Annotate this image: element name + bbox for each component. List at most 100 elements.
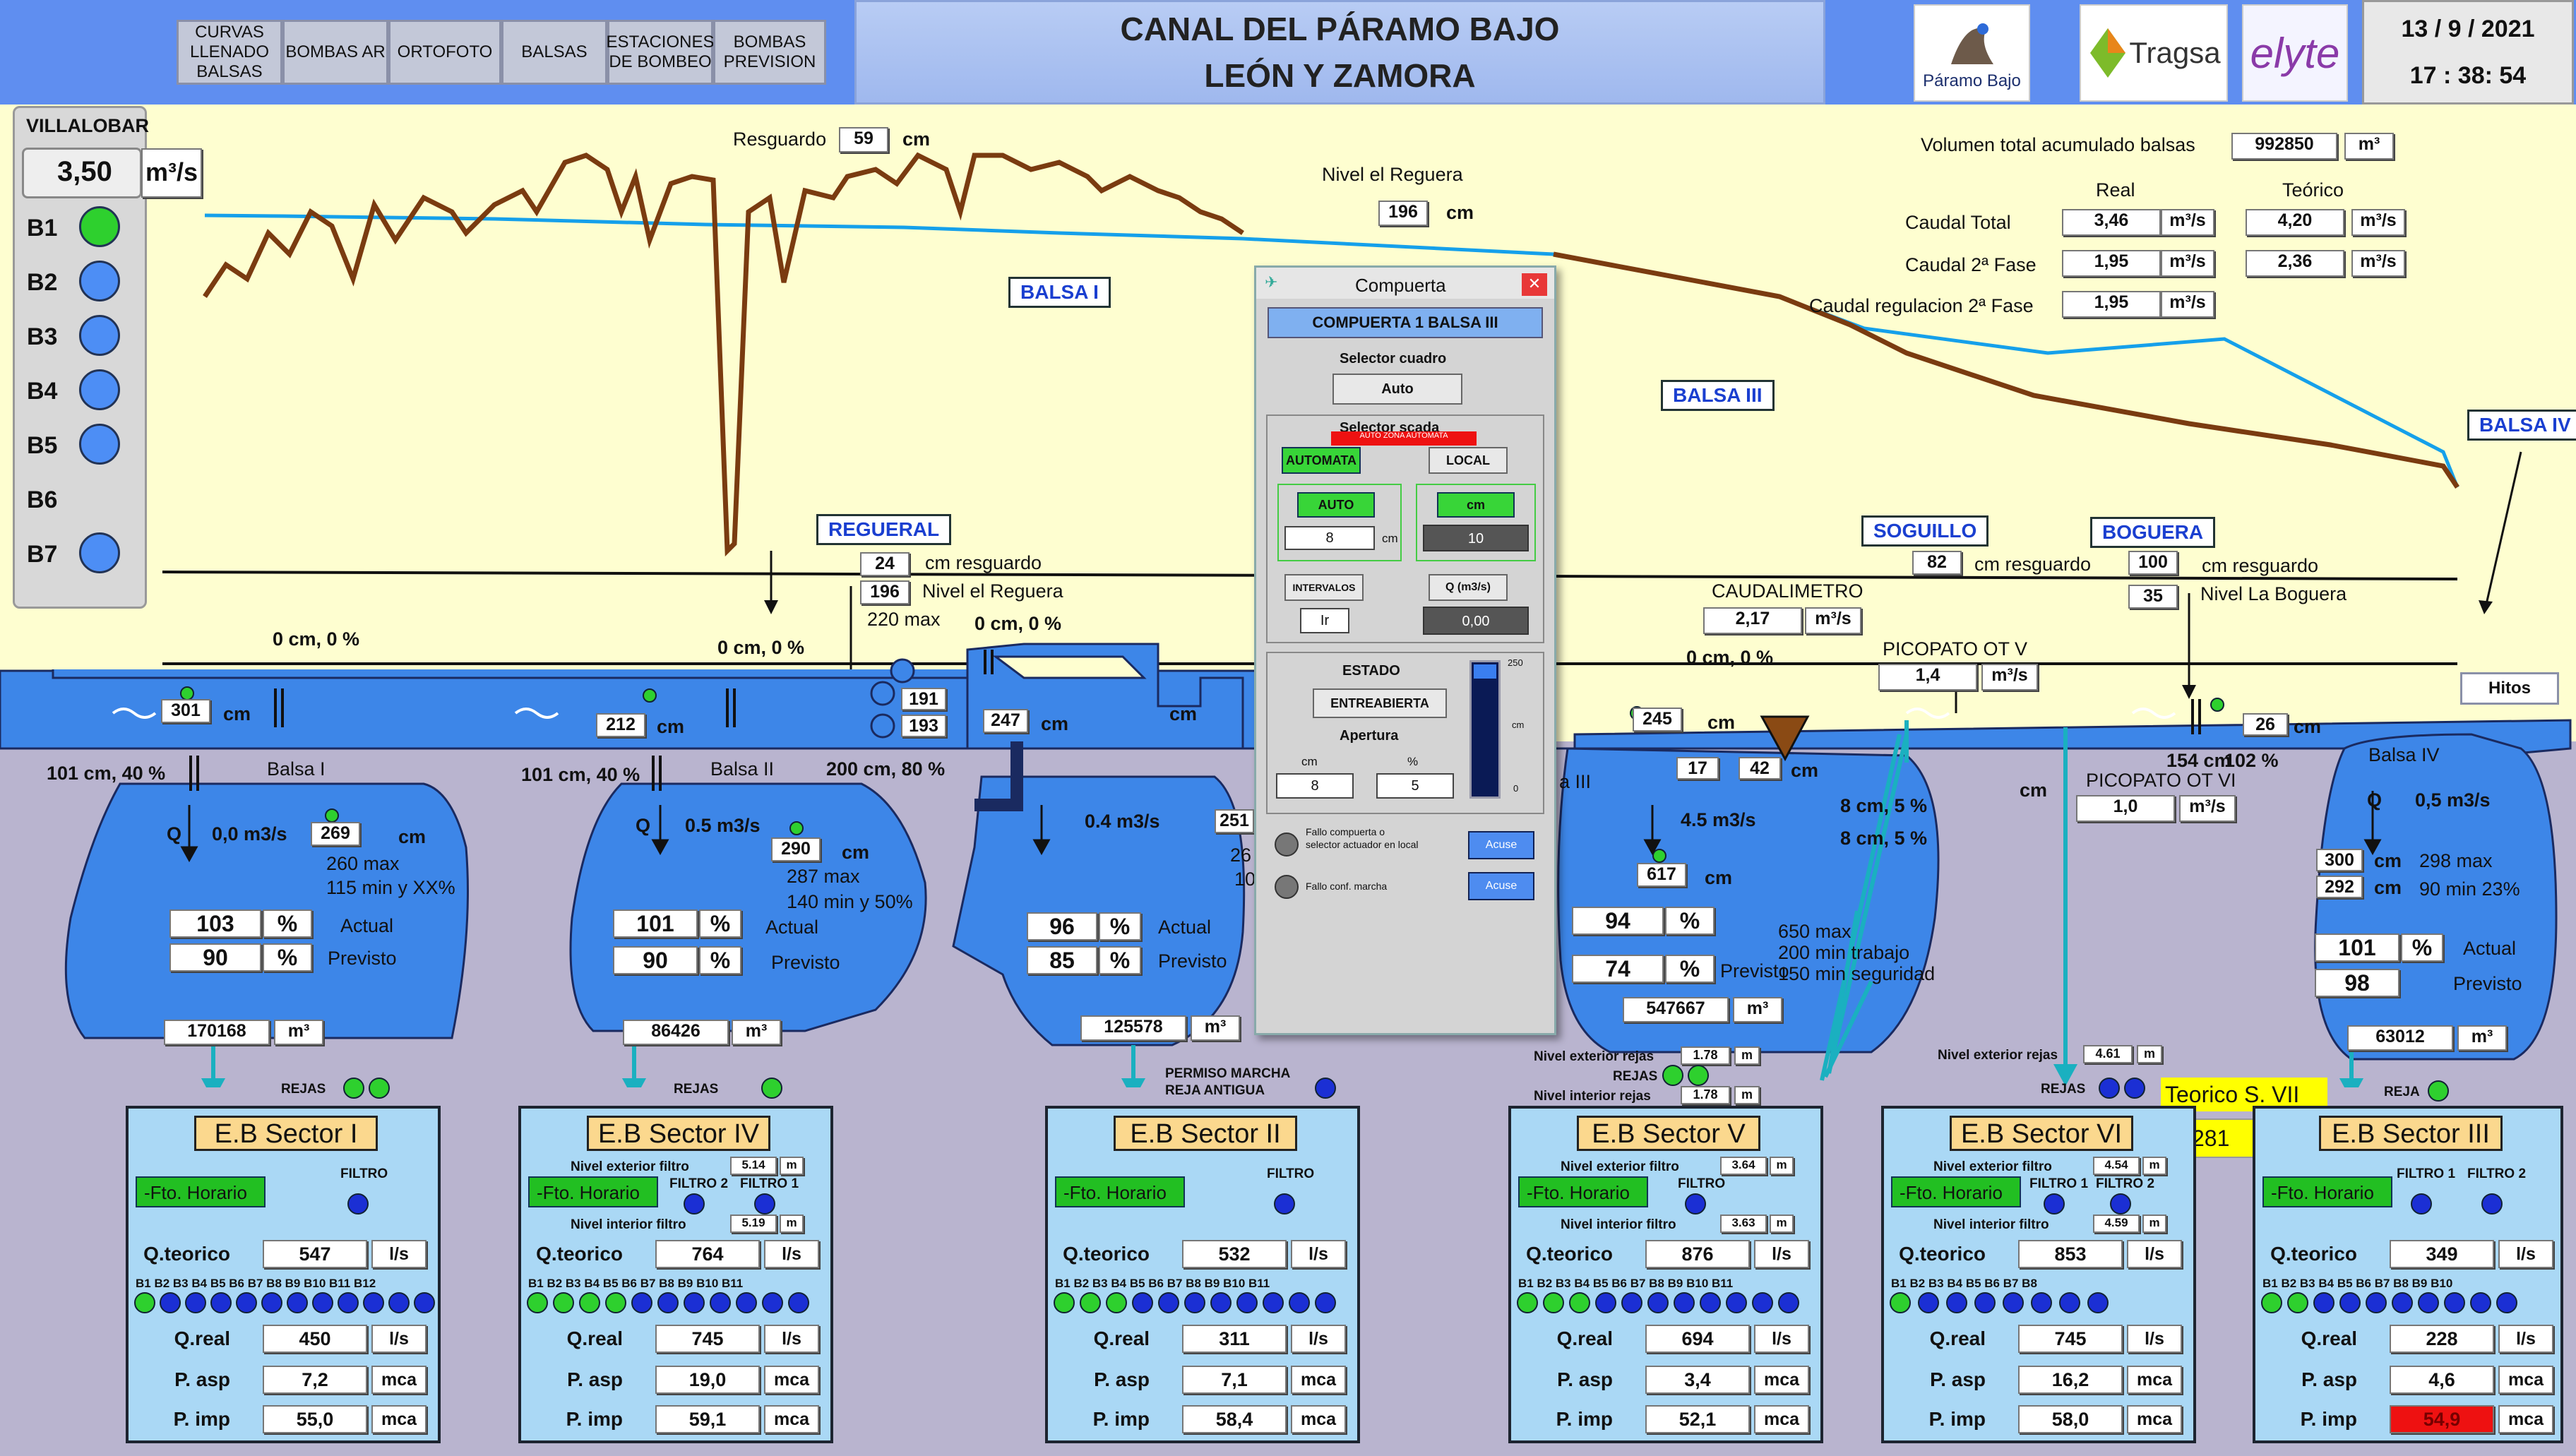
bomb-indicator [1080,1292,1101,1313]
sector-title[interactable]: E.B Sector II [1114,1116,1297,1151]
bomb-indicator [1517,1292,1538,1313]
fallo-marcha-indicator [1275,875,1299,899]
nivel-interior-filtro: 3.63 [1720,1215,1767,1233]
sector-qreal-value: 745 [655,1325,760,1353]
nav-balsas-button[interactable]: BALSAS [501,20,607,85]
bomb-indicator [1132,1292,1153,1313]
dialog-titlebar[interactable] [1256,268,1554,299]
balsa-iii-label[interactable]: BALSA III [1661,380,1775,411]
tragsa-logo: Tragsa [2080,4,2228,102]
balsa-i-volume: 170168 [164,1020,270,1045]
apertura-cm: 8 [1276,773,1354,799]
bomb-indicator [2313,1292,2334,1313]
balsa-iv-label[interactable]: BALSA IV [2467,410,2576,441]
hitos-button[interactable]: Hitos [2460,672,2559,705]
bomb-indicator [788,1292,809,1313]
nav-ortofoto-button[interactable]: ORTOFOTO [388,20,501,85]
bomb-indicator [1315,1292,1336,1313]
balsa-ii-volume: 86426 [623,1020,729,1045]
nav-bombas-prevision-button[interactable]: BOMBAS PREVISION [713,20,826,85]
bomb-indicator [1946,1292,1967,1313]
nivel-reguera-value: 196 [1378,201,1428,226]
sector-qteo-value: 853 [2018,1240,2123,1268]
filter-indicator [347,1193,369,1215]
ir-button[interactable]: Ir [1300,608,1349,633]
acuse-button-2[interactable]: Acuse [1468,872,1534,900]
bomb-indicator [2366,1292,2387,1313]
boguera-label[interactable]: BOGUERA [2090,517,2216,548]
sector-title[interactable]: E.B Sector IV [587,1116,770,1151]
intervalos-button[interactable]: INTERVALOS [1284,574,1364,601]
sector-qteo-value: 876 [1645,1240,1750,1268]
bomb-indicator [1569,1292,1590,1313]
balsa-i-label[interactable]: BALSA I [1008,277,1111,308]
bomb-indicator [1726,1292,1747,1313]
dialog-close-button[interactable]: ✕ [1522,273,1547,296]
bomb-indicator [2470,1292,2491,1313]
bomb-indicator [1543,1292,1564,1313]
balsa-iv-volume: 63012 [2347,1025,2453,1051]
apertura-pct: 5 [1376,773,1454,799]
bomb-indicator [1700,1292,1721,1313]
pump-b7-indicator[interactable] [79,532,120,573]
caudal-regulacion-real: 1,95 [2062,291,2161,318]
nivel-interior-filtro: 5.19 [730,1215,777,1233]
setpoint-display: 10 [1423,525,1529,551]
q-mode-button[interactable]: Q (m3/s) [1429,574,1508,601]
bomb-labels: B1 B2 B3 B4 B5 B6 B7 B8 [1891,1277,2037,1290]
pump-label: B7 [27,541,58,568]
pump-label: B1 [27,215,58,241]
pump-b1-indicator[interactable] [79,206,120,247]
caudal-total-teorico: 4,20 [2246,209,2344,236]
villalobar-unit: m³/s [141,148,202,198]
bomb-indicator [2496,1292,2517,1313]
filter-indicator [2044,1193,2065,1215]
sector-title[interactable]: E.B Sector I [194,1116,378,1151]
pump-b4-indicator[interactable] [79,369,120,410]
bomb-indicator [710,1292,731,1313]
pump-b2-indicator[interactable] [79,261,120,302]
bomb-labels: B1 B2 B3 B4 B5 B6 B7 B8 B9 B10 B11 [1055,1277,1270,1290]
selector-cuadro-field[interactable]: Auto [1332,374,1462,405]
auto-mode-button[interactable]: AUTO [1297,492,1375,518]
bomb-indicator [2087,1292,2109,1313]
sector-pasp-value: 7,2 [263,1366,367,1394]
sector-title[interactable]: E.B Sector VI [1950,1116,2133,1151]
filter-label: FILTRO [1267,1166,1315,1181]
regueral-label[interactable]: REGUERAL [816,514,952,545]
bomb-indicator [210,1292,232,1313]
bomb-indicator [1289,1292,1310,1313]
sector-title[interactable]: E.B Sector III [2319,1116,2503,1151]
nivel-exterior-filtro: 3.64 [1720,1157,1767,1175]
rejas-vi-indicator-2 [2124,1078,2145,1099]
scada-alarm: AUTO ZONA AUTOMATA [1331,431,1477,446]
sector-pimp-value: 59,1 [655,1405,760,1433]
pump-b5-indicator[interactable] [79,424,120,465]
volumen-total-value: 992850 [2231,133,2337,160]
pump-label: B3 [27,323,58,350]
level-input[interactable]: 8 [1284,526,1375,550]
bomb-indicator [762,1292,783,1313]
filter-label: FILTRO 1 [2029,1176,2089,1191]
acuse-button-1[interactable]: Acuse [1468,831,1534,859]
bomb-indicator [1974,1292,1996,1313]
nav-curvas-button[interactable]: CURVAS LLENADO BALSAS [177,20,282,85]
pump-b3-indicator[interactable] [79,315,120,356]
local-button[interactable]: LOCAL [1429,447,1508,474]
nav-bombas-ar-button[interactable]: BOMBAS AR [282,20,388,85]
filter-label: FILTRO 1 [740,1176,799,1191]
sector-title[interactable]: E.B Sector V [1577,1116,1760,1151]
bomb-indicator [736,1292,757,1313]
bomb-indicator [553,1292,574,1313]
cm-mode-button[interactable]: cm [1437,492,1515,518]
soguillo-label[interactable]: SOGUILLO [1861,515,1989,547]
bomb-indicator [605,1292,626,1313]
automata-button[interactable]: AUTOMATA [1282,447,1361,474]
bomb-labels: B1 B2 B3 B4 B5 B6 B7 B8 B9 B10 B11 [528,1277,744,1290]
reja-iii-indicator [2428,1080,2449,1102]
nav-estaciones-button[interactable]: ESTACIONES DE BOMBEO [607,20,714,85]
pump-label: B6 [27,487,58,513]
filter-indicator [2110,1193,2131,1215]
bomb-labels: B1 B2 B3 B4 B5 B6 B7 B8 B9 B10 B11 B12 [136,1277,376,1290]
